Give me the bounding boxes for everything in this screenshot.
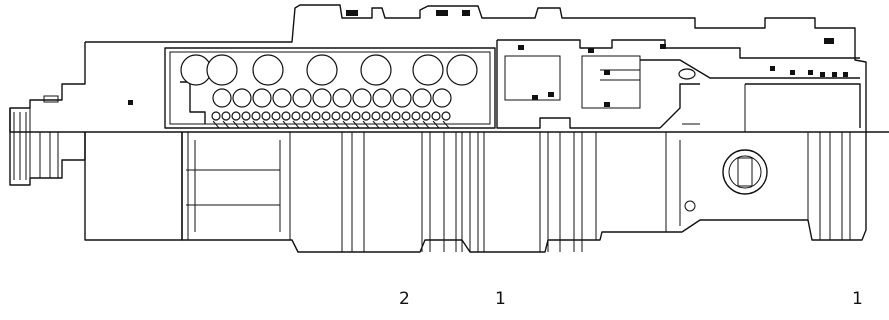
- port-label-1-middle: 1: [495, 289, 506, 309]
- spring-wire-section: [331, 111, 341, 121]
- spring-wire-section: [311, 111, 321, 121]
- spring-wire-hatch: [312, 120, 320, 129]
- spring-wire-section: [431, 111, 441, 121]
- spring-wire-hatch: [342, 120, 350, 129]
- spring-wire-section: [221, 111, 231, 121]
- outer-spring-coils: [180, 54, 478, 86]
- spring-wire-section: [351, 111, 361, 121]
- spring-wire-hatch: [212, 120, 220, 129]
- spring-wire-section: [381, 111, 391, 121]
- spring-wire-section: [231, 111, 241, 121]
- spring-wire-hatch: [442, 120, 450, 129]
- spring-wire-section: [261, 111, 271, 121]
- spring-wire-section: [321, 111, 331, 121]
- spring-wire-hatch: [232, 120, 240, 129]
- spring-wire-sections: [211, 111, 451, 129]
- spring-wire-hatch: [432, 120, 440, 129]
- spring-wire-section: [301, 111, 311, 121]
- spring-wire-hatch: [402, 120, 410, 129]
- spring-wire-hatch: [392, 120, 400, 129]
- spring-wire-section: [411, 111, 421, 121]
- spring-wire-hatch: [382, 120, 390, 129]
- spring-wire-hatch: [322, 120, 330, 129]
- spring-wire-hatch: [242, 120, 250, 129]
- spring-wire-section: [291, 111, 301, 121]
- spring-wire-hatch: [362, 120, 370, 129]
- spring-wire-section: [211, 111, 221, 121]
- inner-spring-coils: [212, 88, 452, 108]
- spring-wire-hatch: [222, 120, 230, 129]
- spring-wire-section: [391, 111, 401, 121]
- spring-chamber: [164, 47, 496, 129]
- spring-wire-hatch: [332, 120, 340, 129]
- spring-wire-hatch: [282, 120, 290, 129]
- spring-wire-hatch: [302, 120, 310, 129]
- spring-wire-section: [421, 111, 431, 121]
- spring-wire-section: [281, 111, 291, 121]
- spring-wire-hatch: [262, 120, 270, 129]
- spring-wire-section: [251, 111, 261, 121]
- spring-wire-hatch: [422, 120, 430, 129]
- spring-wire-hatch: [352, 120, 360, 129]
- spring-wire-section: [371, 111, 381, 121]
- spring-wire-section: [271, 111, 281, 121]
- spring-wire-hatch: [292, 120, 300, 129]
- port-label-1-right: 1: [852, 289, 863, 309]
- spring-wire-section: [241, 111, 251, 121]
- spring-wire-hatch: [252, 120, 260, 129]
- lower-body-exterior: [84, 132, 867, 253]
- upper-housing: [9, 4, 889, 186]
- spring-wire-section: [341, 111, 351, 121]
- spring-wire-hatch: [372, 120, 380, 129]
- side-port-hole: [684, 149, 768, 212]
- poppet-section: [128, 10, 861, 132]
- spring-wire-section: [361, 111, 371, 121]
- spring-wire-hatch: [272, 120, 280, 129]
- spring-wire-hatch: [412, 120, 420, 129]
- port-label-2: 2: [399, 289, 410, 309]
- spring-wire-section: [401, 111, 411, 121]
- spring-wire-section: [441, 111, 451, 121]
